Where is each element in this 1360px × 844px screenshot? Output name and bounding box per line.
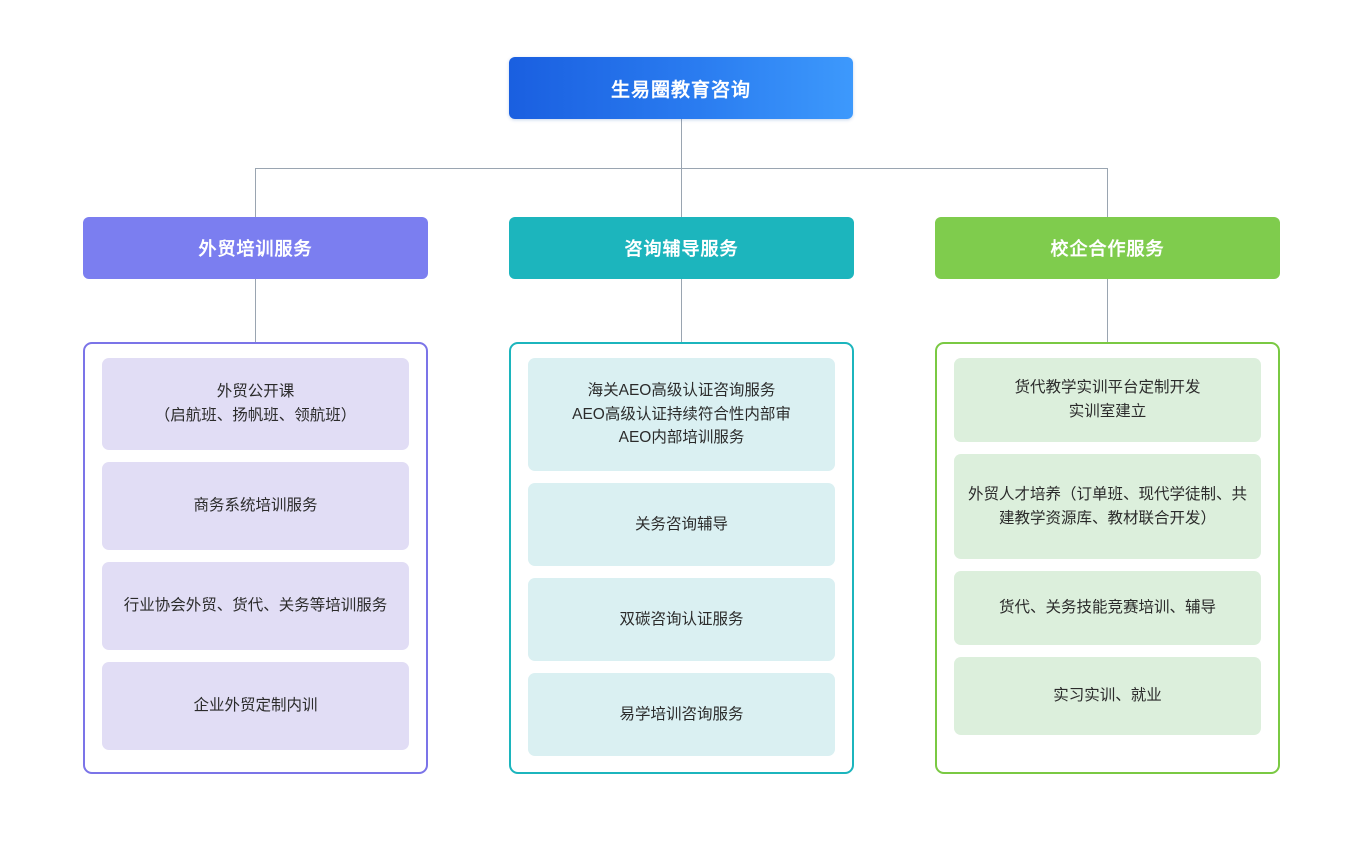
- connector-branch-1-drop: [681, 168, 682, 217]
- connector-branch-0-drop: [255, 168, 256, 217]
- leaf-item[interactable]: 企业外贸定制内训: [102, 662, 409, 750]
- connector-branch-2-drop: [1107, 168, 1108, 217]
- leaf-item[interactable]: 货代、关务技能竞赛培训、辅导: [954, 571, 1261, 645]
- branch-header-2-label: 校企合作服务: [1050, 239, 1165, 259]
- leaf-item[interactable]: 外贸人才培养（订单班、现代学徒制、共建教学资源库、教材联合开发）: [954, 454, 1261, 559]
- branch-header-0-label: 外贸培训服务: [198, 239, 313, 259]
- leaf-item[interactable]: 外贸公开课 （启航班、扬帆班、领航班）: [102, 358, 409, 450]
- connector-branch-2-to-group: [1107, 279, 1108, 342]
- connector-root-stem: [681, 119, 682, 168]
- branch-header-1-label: 咨询辅导服务: [624, 239, 739, 259]
- leaf-item[interactable]: 行业协会外贸、货代、关务等培训服务: [102, 562, 409, 650]
- root-node-label: 生易圈教育咨询: [610, 79, 751, 101]
- leaf-item[interactable]: 实习实训、就业: [954, 657, 1261, 735]
- leaf-item[interactable]: 易学培训咨询服务: [528, 673, 835, 756]
- branch-group-box-0: 外贸公开课 （启航班、扬帆班、领航班） 商务系统培训服务 行业协会外贸、货代、关…: [83, 342, 428, 774]
- branch-header-2[interactable]: 校企合作服务: [935, 217, 1280, 279]
- leaf-item[interactable]: 货代教学实训平台定制开发 实训室建立: [954, 358, 1261, 442]
- connector-branch-0-to-group: [255, 279, 256, 342]
- branch-header-0[interactable]: 外贸培训服务: [83, 217, 428, 279]
- leaf-item[interactable]: 海关AEO高级认证咨询服务 AEO高级认证持续符合性内部审 AEO内部培训服务: [528, 358, 835, 471]
- connector-branch-1-to-group: [681, 279, 682, 342]
- leaf-item[interactable]: 关务咨询辅导: [528, 483, 835, 566]
- leaf-item[interactable]: 双碳咨询认证服务: [528, 578, 835, 661]
- branch-group-box-2: 货代教学实训平台定制开发 实训室建立 外贸人才培养（订单班、现代学徒制、共建教学…: [935, 342, 1280, 774]
- branch-group-box-1: 海关AEO高级认证咨询服务 AEO高级认证持续符合性内部审 AEO内部培训服务 …: [509, 342, 854, 774]
- branch-header-1[interactable]: 咨询辅导服务: [509, 217, 854, 279]
- leaf-item[interactable]: 商务系统培训服务: [102, 462, 409, 550]
- connector-horizontal-bus: [255, 168, 1108, 169]
- root-node[interactable]: 生易圈教育咨询: [509, 57, 853, 119]
